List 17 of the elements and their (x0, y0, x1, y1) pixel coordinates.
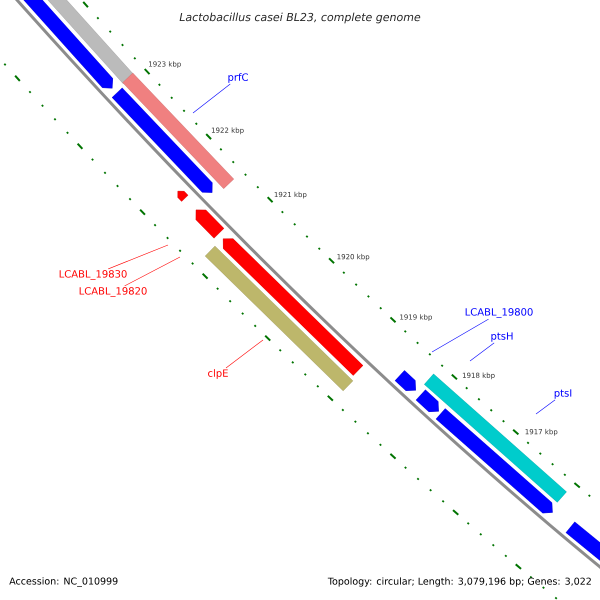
gene-label: prfC (228, 73, 248, 83)
accession-note: Accession: NC_010999 (9, 577, 118, 587)
leader-line (536, 400, 556, 414)
genome-info-note: Topology: circular; Length: 3,079,196 bp; Genes: 3,022 (328, 577, 591, 587)
gene-label: LCABL_19820 (80, 287, 147, 297)
gene-label: LCABL_19830 (60, 270, 127, 280)
gene-label: ptsI (554, 389, 572, 399)
leader-line (192, 84, 231, 114)
leader-line (432, 318, 489, 352)
gene-label: ptsH (491, 332, 513, 342)
title: Lactobacillus casei BL23, complete genome (180, 12, 420, 24)
leader-line (124, 256, 180, 286)
leader-line (226, 340, 264, 368)
leader-line (470, 342, 494, 362)
leader-line (108, 244, 168, 270)
gene-label: LCABL_19800 (466, 308, 533, 318)
gene-label: clpE (208, 369, 228, 379)
